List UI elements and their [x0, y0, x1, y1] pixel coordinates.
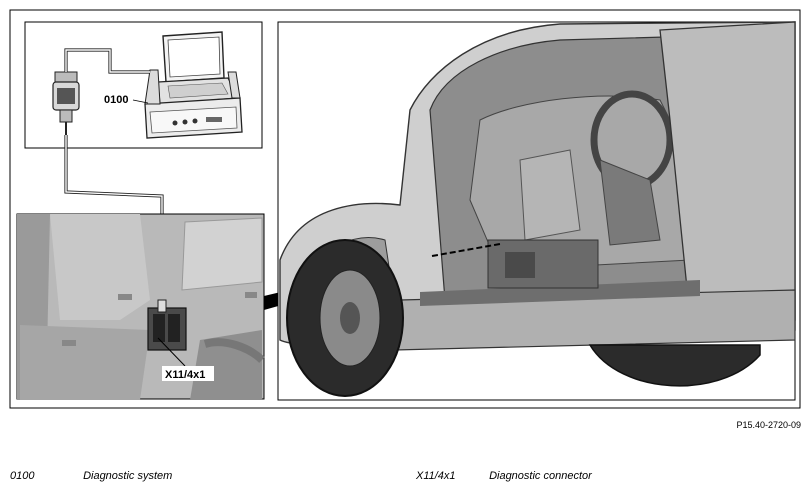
legend-code: 0100 [10, 470, 35, 482]
legend-text: Diagnostic connector [489, 470, 592, 482]
vehicle-panel [277, 21, 796, 401]
diagram-figure: 0100 X11/4x1 [9, 9, 801, 409]
callout-diagnostic-system: 0100 [104, 94, 128, 106]
diagnostic-plug [52, 71, 80, 135]
figure-reference: P15.40-2720-09 [736, 420, 801, 430]
legend-code: X11/4x1 [416, 470, 456, 482]
connector-detail-panel: X11/4x1 [16, 213, 265, 400]
legend-text: Diagnostic system [83, 470, 173, 482]
legend-item-diagnostic-system: 0100 Diagnostic system [10, 470, 172, 482]
callout-diagnostic-connector: X11/4x1 [165, 369, 205, 381]
legend-item-diagnostic-connector: X11/4x1 Diagnostic connector [416, 470, 592, 482]
diagnostic-system-panel: 0100 [24, 21, 263, 149]
